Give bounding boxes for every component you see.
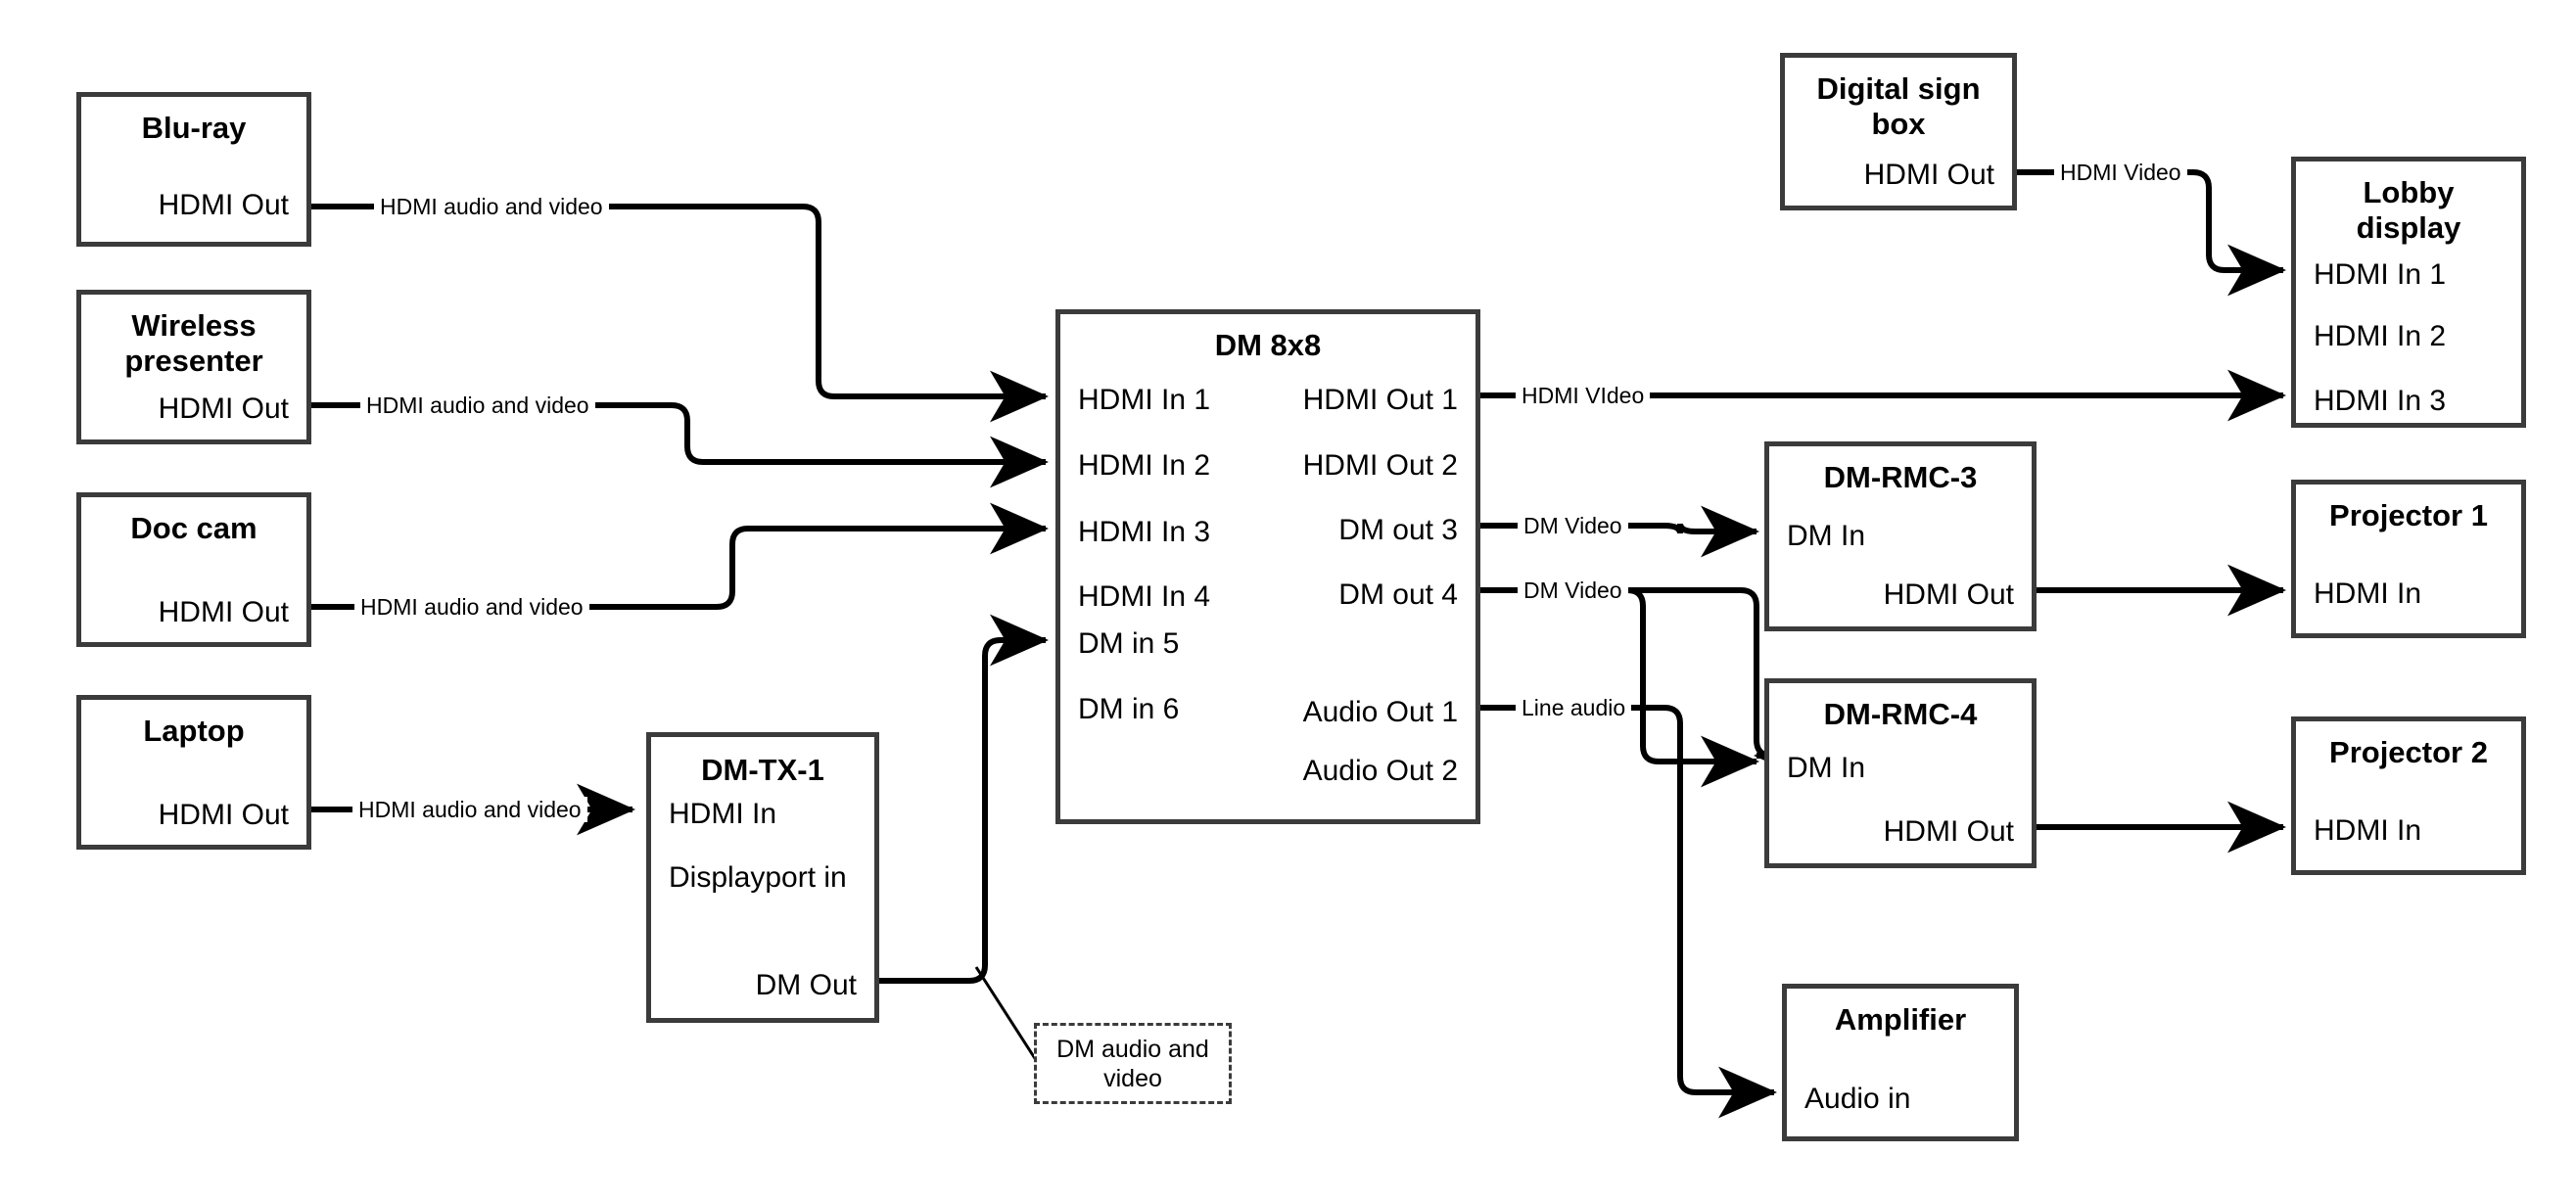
port-hdmi-in[interactable]: HDMI In [2314,577,2422,610]
port-dm-in[interactable]: DM In [1787,752,1866,784]
wire-label-dm-video-4: DM Video [1518,577,1628,603]
port-hdmi-out[interactable]: HDMI Out [1883,815,2014,848]
port-hdmi-in-3[interactable]: HDMI In 3 [2314,385,2447,417]
port-hdmi-in[interactable]: HDMI In [669,798,777,830]
wire-label-doccam: HDMI audio and video [354,594,589,620]
node-title: Wireless presenter [124,308,263,378]
port-hdmi-in[interactable]: HDMI In [2314,814,2422,847]
port-dm-out-4[interactable]: DM out 4 [1338,578,1458,611]
node-title: Lobby display [2356,175,2461,245]
port-hdmi-in-1[interactable]: HDMI In 1 [1078,384,1211,416]
wire-label-laptop: HDMI audio and video [352,797,587,822]
node-dm-rmc-4[interactable]: DM-RMC-4 DM In HDMI Out [1764,678,2037,868]
wire-label-line-audio: Line audio [1516,695,1632,720]
node-dm-rmc-3[interactable]: DM-RMC-3 DM In HDMI Out [1764,441,2037,631]
node-title: Projector 1 [2329,498,2488,532]
node-dm-tx-1[interactable]: DM-TX-1 HDMI In Displayport in DM Out [646,732,879,1023]
wire-label-dm-video-3: DM Video [1518,513,1628,538]
port-hdmi-out[interactable]: HDMI Out [158,393,289,425]
node-title: Projector 2 [2329,735,2488,769]
node-title: Blu-ray [141,111,247,145]
port-dm-out-3[interactable]: DM out 3 [1338,514,1458,546]
wire-label-digitalsign-hdmi-video: HDMI Video [2054,160,2187,185]
node-projector-1[interactable]: Projector 1 HDMI In [2291,480,2526,638]
port-hdmi-in-3[interactable]: HDMI In 3 [1078,516,1211,548]
port-hdmi-out-1[interactable]: HDMI Out 1 [1302,384,1458,416]
port-dm-in-6[interactable]: DM in 6 [1078,693,1180,725]
port-dm-in-5[interactable]: DM in 5 [1078,627,1180,660]
node-title: DM 8x8 [1214,328,1322,362]
wire-label-bluray: HDMI audio and video [374,194,609,219]
port-hdmi-out[interactable]: HDMI Out [158,189,289,221]
port-hdmi-in-2[interactable]: HDMI In 2 [1078,449,1211,482]
port-hdmi-out[interactable]: HDMI Out [1883,578,2014,611]
node-title: DM-RMC-3 [1823,460,1978,494]
port-hdmi-out[interactable]: HDMI Out [158,799,289,831]
node-title: DM-RMC-4 [1823,697,1978,731]
wire-dm8x8-audioout1-to-amp [1480,705,1777,1119]
node-digital-sign-box[interactable]: Digital sign box HDMI Out [1780,53,2017,210]
node-bluray[interactable]: Blu-ray HDMI Out [76,92,311,247]
wire-label-dm8x8-out1-hdmi-video: HDMI VIdeo [1516,383,1651,408]
wire-dm8x8-out4-to-dmrmc4-path [1480,587,1759,788]
node-projector-2[interactable]: Projector 2 HDMI In [2291,716,2526,875]
port-audio-out-2[interactable]: Audio Out 2 [1302,755,1458,787]
port-audio-in[interactable]: Audio in [1804,1083,1911,1115]
port-hdmi-in-1[interactable]: HDMI In 1 [2314,258,2447,291]
node-dm-8x8[interactable]: DM 8x8 HDMI In 1 HDMI In 2 HDMI In 3 HDM… [1055,309,1480,824]
wire-digitalsign-to-lobby-in1 [2017,169,2286,297]
port-audio-out-1[interactable]: Audio Out 1 [1302,696,1458,728]
wire-dmtx1-to-dm8x8-in5 [879,614,1049,984]
note-leader-line [974,966,1040,1064]
node-title: Doc cam [130,511,258,545]
note-dm-audio-and-video: DM audio and video [1034,1023,1232,1104]
node-lobby-display[interactable]: Lobby display HDMI In 1 HDMI In 2 HDMI I… [2291,157,2526,428]
port-hdmi-out[interactable]: HDMI Out [1863,159,1994,191]
node-laptop[interactable]: Laptop HDMI Out [76,695,311,850]
node-doc-cam[interactable]: Doc cam HDMI Out [76,492,311,647]
wire-label-wireless: HDMI audio and video [360,393,595,418]
node-amplifier[interactable]: Amplifier Audio in [1782,984,2019,1141]
node-title: Amplifier [1834,1002,1967,1037]
node-wireless-presenter[interactable]: Wireless presenter HDMI Out [76,290,311,444]
wire-bluray-to-dm8x8-in1 [311,204,1049,423]
port-displayport-in[interactable]: Displayport in [669,861,847,894]
port-dm-in[interactable]: DM In [1787,520,1866,552]
port-dm-out[interactable]: DM Out [755,969,857,1001]
port-hdmi-out[interactable]: HDMI Out [158,596,289,628]
port-hdmi-out-2[interactable]: HDMI Out 2 [1302,449,1458,482]
port-hdmi-in-4[interactable]: HDMI In 4 [1078,580,1211,613]
port-hdmi-in-2[interactable]: HDMI In 2 [2314,320,2447,352]
node-title: Digital sign box [1816,71,1981,141]
node-title: DM-TX-1 [701,753,824,787]
wire-dm8x8-out4-to-dmrmc4 [1480,587,1812,782]
node-title: Laptop [143,714,245,748]
